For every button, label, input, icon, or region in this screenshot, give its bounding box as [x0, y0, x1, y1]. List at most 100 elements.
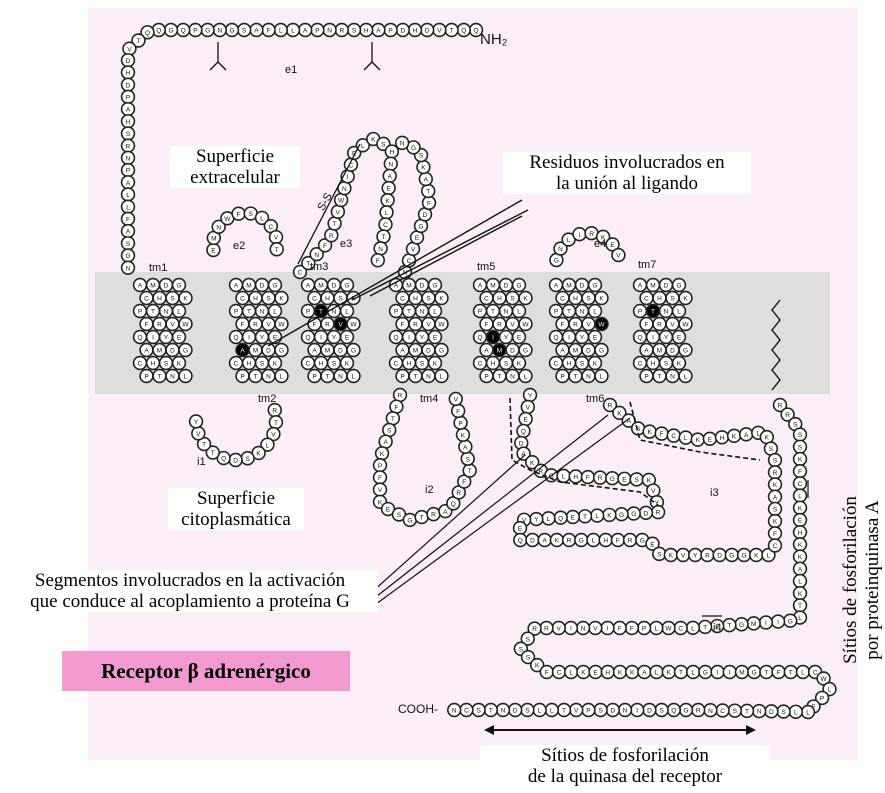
svg-text:F: F: [145, 322, 149, 329]
svg-text:T: T: [211, 450, 215, 457]
residue-187: L: [513, 305, 526, 318]
residue-51: G: [173, 279, 186, 292]
residue-289: W: [335, 194, 348, 207]
svg-text:S: S: [126, 241, 131, 248]
svg-text:Q: Q: [461, 28, 466, 35]
svg-text:R: R: [628, 538, 633, 545]
residue-205: T: [493, 370, 506, 383]
residue-31: H: [122, 66, 135, 79]
svg-text:S: S: [580, 361, 585, 368]
residue-500: T: [675, 666, 688, 679]
svg-text:L: L: [385, 210, 389, 217]
svg-text:P: P: [138, 309, 142, 316]
svg-text:L: L: [600, 374, 604, 381]
svg-text:H: H: [407, 361, 412, 368]
svg-text:Y: Y: [664, 335, 669, 342]
svg-text:D: D: [126, 58, 131, 65]
residue-135: G: [347, 344, 360, 357]
svg-text:R: R: [398, 393, 403, 400]
svg-text:D: D: [717, 553, 722, 560]
svg-text:M: M: [325, 348, 330, 355]
residue-145: M: [403, 279, 416, 292]
residue-132: A: [308, 344, 321, 357]
svg-text:F: F: [798, 469, 802, 476]
residue-491: L: [565, 666, 578, 679]
svg-text:K: K: [798, 591, 803, 598]
svg-text:P: P: [554, 309, 558, 316]
residue-248: P: [634, 305, 647, 318]
residue-253: R: [653, 318, 666, 331]
nh2-label: NH₂: [480, 31, 508, 48]
residue-165: M: [409, 344, 422, 357]
region-tm2: tm2: [258, 393, 276, 405]
residue-218: N: [576, 305, 589, 318]
residue-136: C: [302, 357, 315, 370]
svg-text:F: F: [645, 322, 649, 329]
svg-text:E: E: [211, 248, 216, 255]
residue-42: L: [122, 200, 135, 213]
residue-40: A: [122, 176, 135, 189]
residue-171: K: [429, 357, 442, 370]
svg-text:Q: Q: [477, 335, 482, 342]
svg-text:S: S: [798, 444, 803, 451]
svg-text:T: T: [468, 468, 472, 475]
svg-text:M: M: [253, 348, 258, 355]
svg-text:W: W: [665, 626, 672, 633]
svg-text:K: K: [439, 296, 444, 303]
residue-209: M: [563, 279, 576, 292]
svg-text:K: K: [677, 361, 682, 368]
svg-text:D: D: [266, 348, 271, 355]
svg-text:I: I: [729, 670, 731, 677]
residue-154: N: [416, 305, 429, 318]
residue-532: D: [606, 704, 619, 717]
svg-text:S: S: [634, 477, 639, 484]
svg-text:L: L: [595, 513, 599, 520]
svg-text:R: R: [456, 490, 461, 497]
residue-302: L: [380, 206, 393, 219]
residue-44: A: [122, 225, 135, 238]
residue-241: M: [647, 279, 660, 292]
residue-100: A: [236, 344, 249, 357]
svg-text:K: K: [345, 361, 350, 368]
residue-410: S: [653, 547, 666, 560]
residue-20: G: [226, 24, 239, 37]
svg-text:M: M: [657, 348, 662, 355]
svg-text:K: K: [380, 451, 385, 458]
residue-169: H: [403, 357, 416, 370]
svg-text:K: K: [599, 296, 604, 303]
residue-456: K: [794, 538, 807, 551]
residue-93: R: [249, 318, 262, 331]
residue-451: C: [794, 477, 807, 490]
svg-text:A: A: [424, 177, 429, 184]
svg-text:D: D: [332, 283, 337, 290]
residue-16: L: [274, 24, 287, 37]
residue-215: K: [595, 292, 608, 305]
svg-text:T: T: [158, 374, 162, 381]
svg-text:G: G: [610, 476, 615, 483]
region-tm6: tm6: [586, 393, 604, 405]
svg-text:E: E: [345, 335, 350, 342]
residue-73: H: [147, 357, 160, 370]
svg-text:F: F: [616, 538, 620, 545]
svg-text:E: E: [433, 335, 438, 342]
svg-text:L: L: [547, 516, 551, 523]
residue-22: G: [201, 24, 214, 37]
residue-216: P: [550, 305, 563, 318]
residue-200: C: [474, 357, 487, 370]
svg-text:P: P: [315, 28, 319, 35]
residue-454: E: [794, 514, 807, 527]
residue-406: F: [611, 534, 624, 547]
residue-129: I: [315, 331, 328, 344]
svg-text:K: K: [256, 451, 261, 458]
svg-text:Q: Q: [637, 335, 642, 342]
svg-text:K: K: [581, 670, 586, 677]
svg-text:R: R: [656, 510, 661, 517]
residue-343: S: [383, 424, 396, 437]
residue-142: N: [334, 370, 347, 383]
svg-text:K: K: [617, 410, 622, 417]
residue-359: T: [463, 464, 476, 477]
svg-text:V: V: [338, 322, 343, 329]
svg-text:L: L: [677, 309, 681, 316]
svg-text:M: M: [573, 348, 578, 355]
svg-text:G: G: [599, 348, 604, 355]
